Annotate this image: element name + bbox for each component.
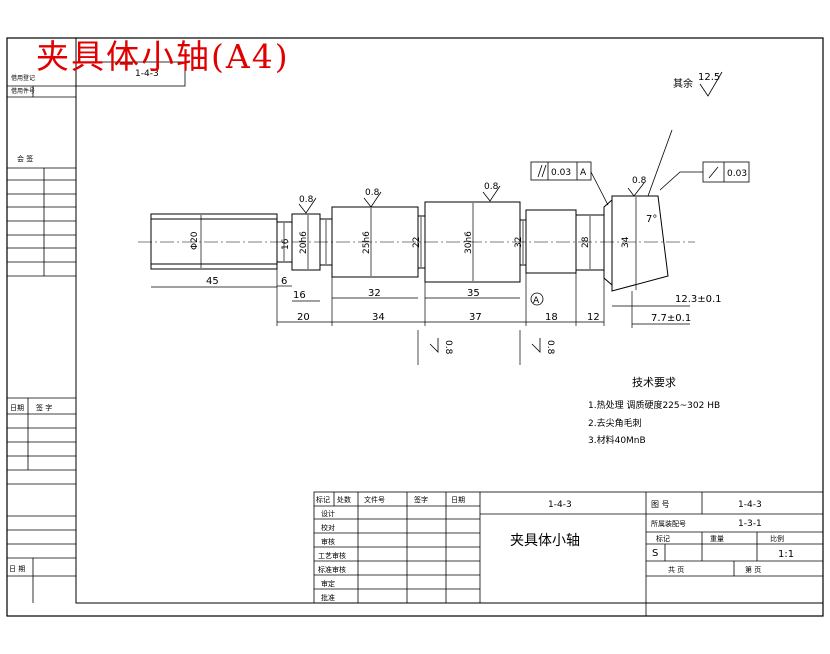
title-block-grid	[313, 491, 824, 616]
gdt-labels: 0.03 A 0.03	[551, 168, 747, 179]
title-part-name: 夹具体小轴	[510, 533, 580, 549]
requirements-title: 技术要求	[632, 376, 676, 389]
top-left-code-box	[75, 61, 186, 87]
title-scale-label: 比例	[770, 534, 784, 543]
len-16: 16	[293, 290, 306, 301]
roughness-r1: 0.8	[299, 195, 314, 205]
stamp-signature-label: 会 签	[17, 154, 33, 163]
rev-header-date: 日期	[451, 496, 465, 504]
taper-length-b: 7.7±0.1	[651, 313, 691, 324]
role-design: 设计	[321, 509, 335, 518]
diameter-labels: Φ20 16 20h6 25h6 22 30h6 32 28 34	[190, 231, 631, 254]
overlay-title: 夹具体小轴(A4)	[36, 37, 290, 76]
roughness-r2: 0.8	[365, 188, 380, 198]
length-labels: 45 6 16 32 35 20 34 37 18 12 12.3±0.1 7.…	[206, 214, 722, 324]
len-34: 34	[372, 312, 385, 323]
role-review: 审核	[321, 537, 335, 546]
taper-angle: 7°	[646, 214, 657, 225]
section-32	[525, 209, 577, 274]
gdt-parallel-value: 0.03	[551, 168, 571, 178]
roughness-symbols	[298, 71, 723, 353]
roughness-rest-label: 其余	[673, 77, 693, 90]
diameter-dim-lines	[200, 197, 637, 290]
rev-header-file: 文件号	[364, 495, 385, 504]
rev-header-mark: 标记	[316, 495, 330, 504]
dia-phi20: Φ20	[190, 231, 200, 250]
role-authorize: 批准	[321, 593, 335, 602]
len-35: 35	[467, 288, 480, 299]
title-drawing-no-label: 图 号	[651, 500, 670, 509]
roughness-r5: 0.8	[443, 340, 453, 355]
outer-frame	[6, 37, 824, 617]
roughness-labels: 0.8 0.8 0.8 0.8 0.8 0.8 其余 12.5	[299, 72, 720, 355]
title-block-headers: 标记 处数 文件号 签字 日期 设计 校对 审核 工艺审核 标准审核 审定 批准	[316, 495, 465, 602]
title-weight-label: 重量	[710, 535, 724, 543]
stamp-role-label: 签 字	[36, 403, 52, 412]
stamp-trace-label: 借用件号	[11, 87, 35, 95]
roughness-r4: 0.8	[632, 176, 647, 186]
title-drawing-code: 1-4-3	[548, 500, 572, 510]
stamp-drawing-label: 借用登记	[11, 74, 35, 82]
dia-25h6: 25h6	[362, 231, 372, 254]
requirement-3: 3.材料40MnB	[588, 434, 646, 446]
rev-header-sign: 签字	[414, 495, 428, 504]
len-12: 12	[587, 312, 600, 323]
taper-length-a: 12.3±0.1	[675, 294, 722, 305]
title-scale: 1:1	[778, 549, 794, 560]
dia-30h6: 30h6	[464, 231, 474, 254]
gdt-parallel-datum: A	[580, 168, 587, 178]
title-drawing-no: 1-4-3	[738, 500, 762, 510]
title-sheets-label: 共 页	[668, 565, 684, 574]
dia-22: 22	[412, 237, 422, 248]
section-taper	[611, 195, 669, 292]
role-check: 校对	[321, 523, 335, 532]
requirement-1: 1.热处理 调质硬度225~302 HB	[588, 399, 720, 411]
datum-a-circle	[530, 292, 544, 306]
dia-28: 28	[581, 236, 591, 248]
role-standard-review: 标准审核	[318, 565, 346, 574]
role-process-review: 工艺审核	[318, 551, 346, 560]
title-stage-mark: S	[652, 548, 658, 559]
gdt-frames	[530, 129, 750, 206]
len-32: 32	[368, 288, 381, 299]
gdt-runout-value: 0.03	[727, 169, 747, 179]
left-stamp-column	[7, 85, 76, 603]
title-assembly-label: 所属装配号	[651, 519, 686, 528]
top-left-code: 1-4-3	[135, 69, 159, 79]
section-chamfer	[603, 198, 613, 287]
dia-34: 34	[621, 236, 631, 248]
len-45: 45	[206, 276, 219, 287]
dia-16: 16	[281, 238, 291, 250]
rev-header-count: 处数	[337, 495, 351, 504]
role-approve: 审定	[321, 579, 335, 588]
inner-frame	[75, 37, 824, 604]
dia-20h6: 20h6	[299, 231, 309, 254]
stamp-approval-label: 日期	[10, 404, 24, 412]
title-assembly-no: 1-3-1	[738, 519, 762, 529]
dia-32: 32	[514, 237, 524, 248]
roughness-r6: 0.8	[545, 340, 555, 355]
roughness-rest-value: 12.5	[698, 72, 720, 83]
title-sheet-label: 第 页	[745, 565, 761, 574]
datum-a-label: A	[533, 296, 540, 306]
len-18: 18	[545, 312, 558, 323]
roughness-r3: 0.8	[484, 182, 499, 192]
len-6: 6	[281, 276, 287, 287]
shaft-outline	[150, 195, 669, 292]
length-dim-lines	[151, 262, 690, 365]
requirement-2: 2.去尖角毛刺	[588, 417, 642, 429]
title-marker-label: 标记	[656, 534, 670, 543]
section-phi20	[150, 213, 278, 270]
stamp-date-label: 日 期	[9, 565, 25, 573]
len-37: 37	[469, 312, 482, 323]
len-20: 20	[297, 312, 310, 323]
